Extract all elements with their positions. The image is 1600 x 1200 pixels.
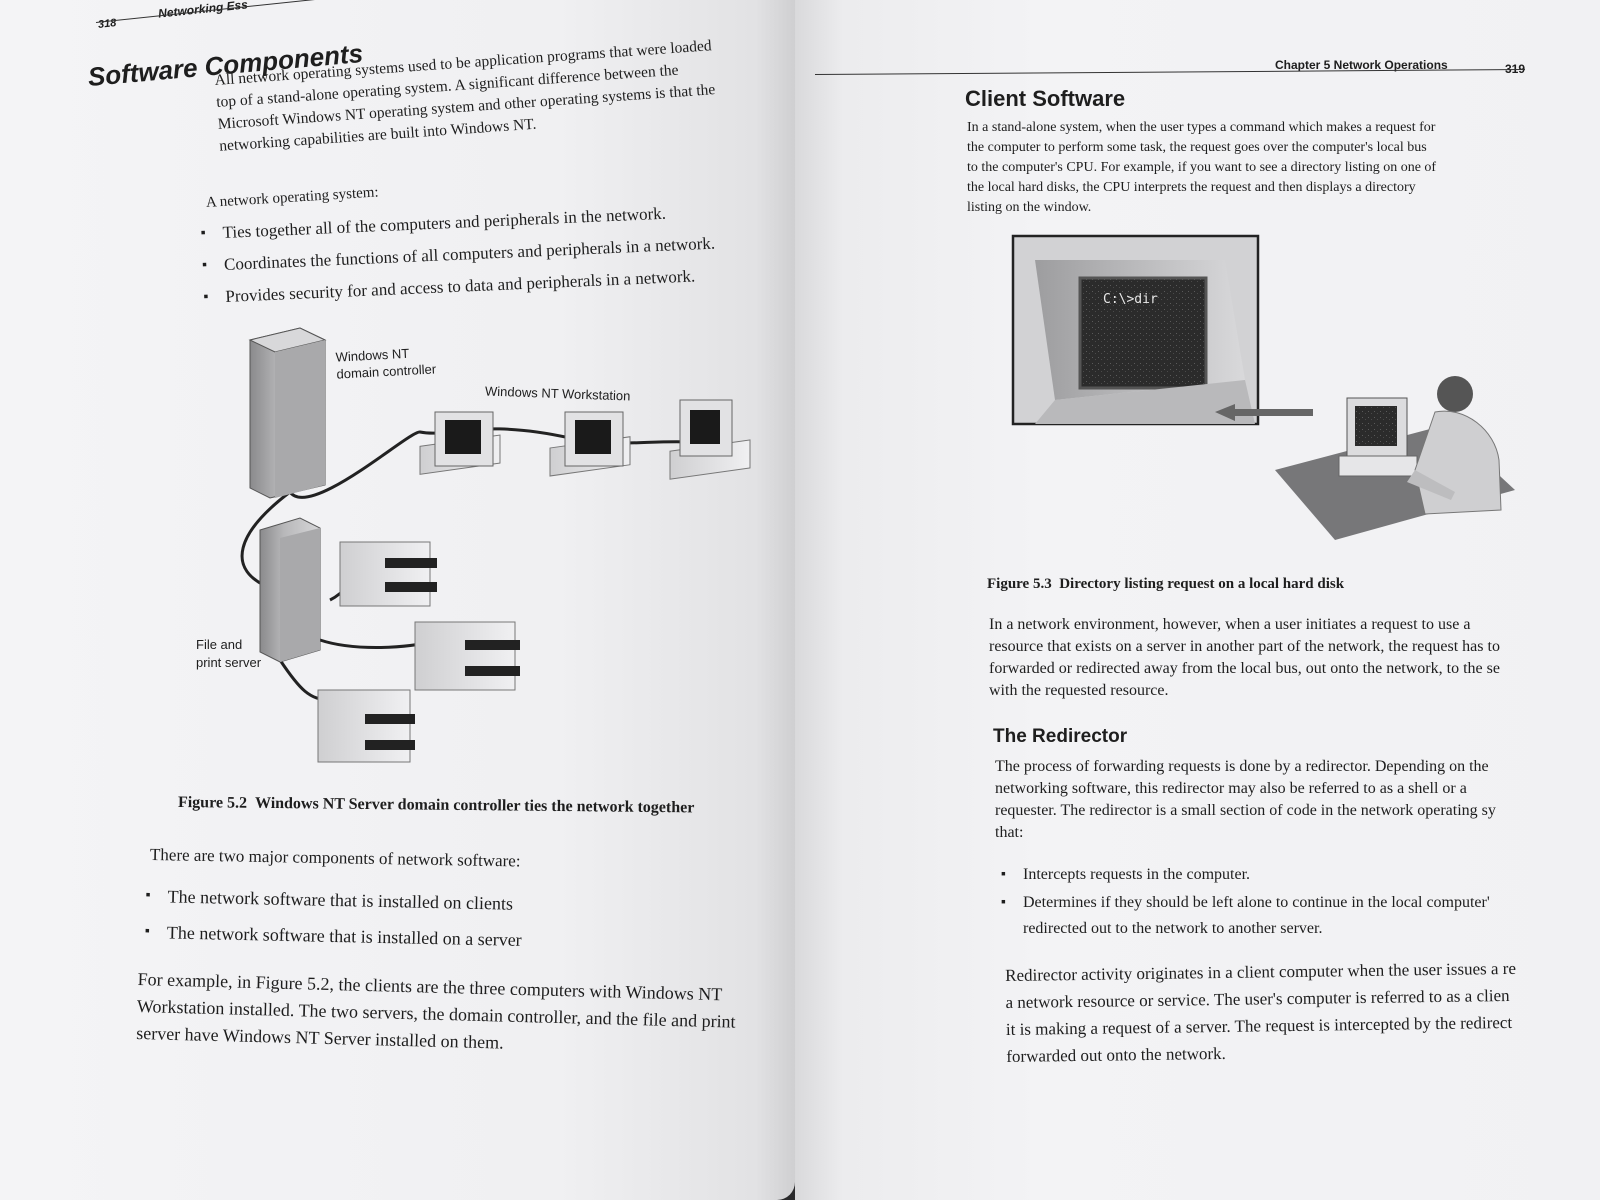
- list-item: Intercepts requests in the computer.: [1001, 860, 1600, 890]
- page-number-right: 319: [1505, 62, 1526, 76]
- figure-number: Figure 5.2: [177, 794, 248, 812]
- network-diagram: [240, 327, 751, 763]
- printer: [317, 689, 415, 763]
- nos-bullet-list: Ties together all of the computers and p…: [200, 194, 764, 314]
- diagram-label-file-server: File and print server: [196, 636, 261, 672]
- client-paragraph: In a stand-alone system, when the user t…: [967, 118, 1567, 218]
- network-paragraph: In a network environment, however, when …: [989, 614, 1600, 702]
- monitor-screen: [1078, 276, 1208, 390]
- running-head-right: Chapter 5 Network Operations: [1275, 58, 1448, 72]
- client-line: In a stand-alone system, when the user t…: [967, 120, 1436, 135]
- figure-caption-5-2: Figure 5.2 Windows NT Server domain cont…: [178, 794, 695, 817]
- printer: [339, 541, 437, 607]
- right-page: Chapter 5 Network Operations 319 Client …: [795, 0, 1600, 1200]
- activity-paragraph: Redirector activity originates in a clie…: [1005, 954, 1600, 1070]
- network-line: resource that exists on a server in anot…: [989, 638, 1500, 655]
- client-line: the local hard disks, the CPU interprets…: [967, 180, 1416, 195]
- network-line: forwarded or redirected away from the lo…: [989, 660, 1500, 677]
- list-item: Determines if they should be left alone …: [1001, 890, 1600, 916]
- printer: [414, 621, 520, 691]
- header-rule-right: [814, 69, 1525, 75]
- client-line: the computer to perform some task, the r…: [967, 140, 1427, 155]
- figure-caption-5-3: Figure 5.3 Directory listing request on …: [987, 576, 1344, 593]
- user-figure: [1407, 376, 1502, 515]
- nos-lead: A network operating system:: [205, 184, 380, 211]
- file-print-server: [259, 517, 321, 663]
- list-item-continuation: redirected out to the network to another…: [1023, 920, 1323, 937]
- diagram-label-line: print server: [196, 655, 262, 670]
- redirector-line: requester. The redirector is a small sec…: [995, 802, 1496, 819]
- client-line: listing on the window.: [967, 200, 1092, 215]
- client-request-illustration: [1011, 234, 1515, 540]
- subheading-redirector: The Redirector: [993, 726, 1128, 747]
- redirector-line: The process of forwarding requests is do…: [995, 758, 1489, 775]
- screen-command-text: C:\>dir: [1103, 292, 1158, 307]
- figure-caption-text: Windows NT Server domain controller ties…: [254, 794, 695, 817]
- workstation-computer: [549, 411, 631, 477]
- client-line: to the computer's CPU. For example, if y…: [967, 160, 1437, 175]
- figure-number: Figure 5.3: [987, 576, 1052, 592]
- network-line: In a network environment, however, when …: [989, 616, 1471, 633]
- components-bullet-list: The network software that is installed o…: [144, 878, 705, 962]
- workstation-computer: [669, 399, 751, 480]
- workstation-computer: [419, 411, 501, 475]
- example-paragraph: For example, in Figure 5.2, the clients …: [136, 966, 778, 1064]
- figure-caption-text: Directory listing request on a local har…: [1059, 576, 1345, 592]
- domain-controller-server: [248, 327, 327, 499]
- diagram-label-line: File and: [196, 637, 243, 652]
- redirector-line: that:: [995, 824, 1024, 841]
- redirector-line: networking software, this redirector may…: [995, 780, 1467, 797]
- redirector-paragraph: The process of forwarding requests is do…: [995, 756, 1600, 844]
- network-line: with the requested resource.: [989, 682, 1169, 699]
- components-lead: There are two major components of networ…: [149, 845, 521, 871]
- left-page: 318 Networking Ess Software Components A…: [0, 0, 795, 1200]
- diagram-label-domain-controller: Windows NT domain controller: [335, 343, 436, 382]
- section-heading-client-software: Client Software: [965, 86, 1126, 111]
- redirector-bullet-list: Intercepts requests in the computer. Det…: [1001, 860, 1600, 942]
